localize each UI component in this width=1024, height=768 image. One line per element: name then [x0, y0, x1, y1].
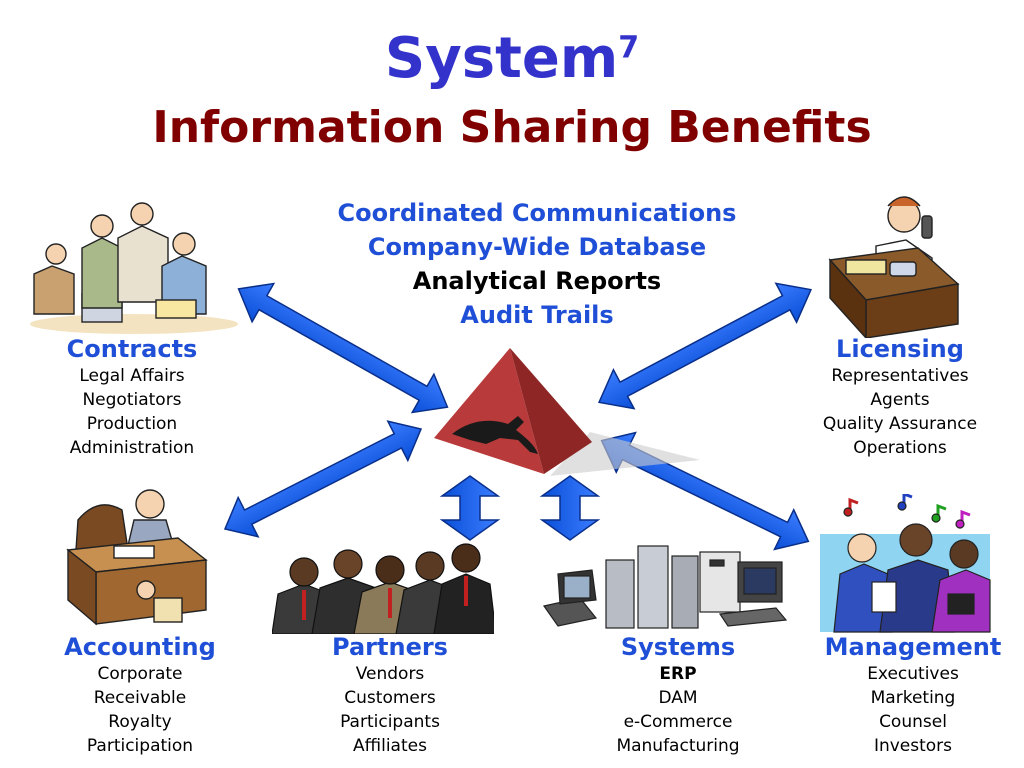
group-item: Representatives: [831, 366, 969, 386]
team-meeting-clipart: [30, 202, 238, 334]
group-item: e-Commerce: [623, 712, 733, 732]
group-partners: Partners Vendors Customers Participants …: [290, 632, 490, 758]
arrow-systems: [539, 475, 601, 541]
feature-item: Analytical Reports: [412, 267, 662, 295]
group-title: Accounting: [64, 633, 216, 661]
group-item: Vendors: [355, 664, 425, 684]
feature-item: Company-Wide Database: [367, 233, 707, 261]
arrow-contracts: [237, 282, 449, 414]
group-licensing: Licensing Representatives Agents Quality…: [800, 334, 1000, 460]
group-title: Contracts: [66, 335, 198, 363]
arrow-partners: [439, 475, 501, 541]
group-item: Participants: [340, 712, 440, 732]
page-title: System7: [0, 28, 1024, 90]
group-item: Corporate: [97, 664, 183, 684]
group-item: Affiliates: [353, 736, 427, 756]
group-item: Participation: [86, 736, 194, 756]
group-item: Counsel: [879, 712, 947, 732]
phone-desk-clipart: [828, 196, 960, 338]
feature-item: Coordinated Communications: [337, 199, 737, 227]
group-title: Licensing: [836, 335, 964, 363]
group-item: Manufacturing: [616, 736, 740, 756]
singing-managers-clipart: [820, 494, 991, 633]
title-main: System: [384, 26, 619, 91]
group-title: Management: [824, 633, 1002, 661]
title-superscript: 7: [618, 30, 640, 66]
group-item: Legal Affairs: [79, 366, 185, 386]
group-contracts: Contracts Legal Affairs Negotiators Prod…: [22, 334, 242, 460]
group-item: Royalty: [108, 712, 172, 732]
group-item: Quality Assurance: [822, 414, 978, 434]
group-item: Customers: [344, 688, 436, 708]
feature-item: Audit Trails: [460, 301, 614, 329]
group-accounting: Accounting Corporate Receivable Royalty …: [40, 632, 240, 758]
arrow-licensing: [597, 282, 813, 410]
computer-equipment-clipart: [542, 545, 788, 629]
group-item: ERP: [659, 664, 697, 684]
group-title: Partners: [332, 633, 448, 661]
group-item: Receivable: [93, 688, 187, 708]
group-item: Operations: [853, 438, 947, 458]
group-title: Systems: [620, 633, 736, 661]
group-item: DAM: [658, 688, 698, 708]
group-management: Management Executives Marketing Counsel …: [808, 632, 1018, 758]
group-item: Executives: [867, 664, 959, 684]
business-group-clipart: [272, 543, 494, 634]
group-item: Administration: [69, 438, 195, 458]
group-item: Agents: [870, 390, 930, 410]
group-item: Negotiators: [82, 390, 182, 410]
group-item: Production: [86, 414, 178, 434]
pyramid-logo: [434, 348, 700, 476]
accountant-desk-clipart: [66, 489, 208, 626]
page-subtitle: Information Sharing Benefits: [152, 102, 872, 153]
group-item: Marketing: [870, 688, 956, 708]
arrow-accounting: [223, 420, 423, 538]
group-item: Investors: [873, 736, 953, 756]
group-systems: Systems ERP DAM e-Commerce Manufacturing: [578, 632, 778, 758]
center-feature-list: Coordinated Communications Company-Wide …: [312, 196, 762, 332]
